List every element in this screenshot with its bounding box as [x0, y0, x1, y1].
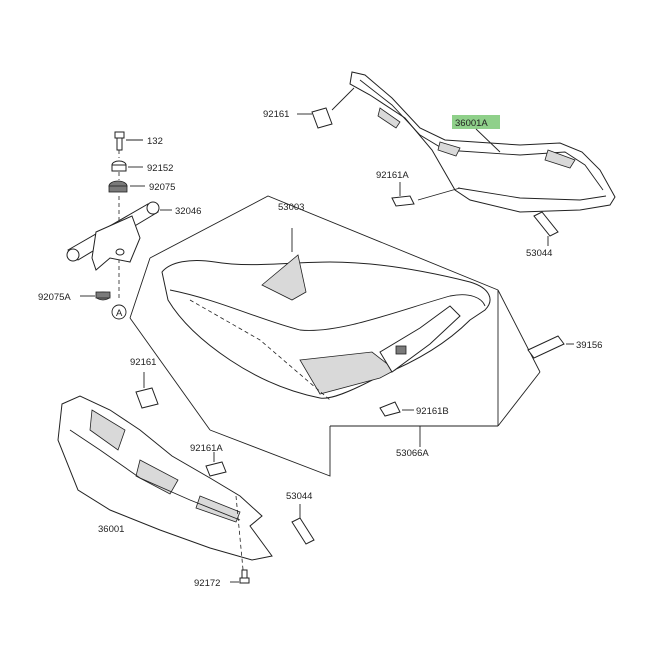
label-132: 132: [147, 136, 163, 147]
label-reference-A: A: [116, 308, 123, 319]
collar-92152: [111, 160, 143, 172]
label-36001A: 36001A: [455, 118, 488, 129]
grommet-92075: [108, 180, 145, 193]
clip-92161B: [379, 401, 414, 417]
clip-92161A-top: [391, 182, 461, 207]
clip-92161-left: [135, 372, 159, 409]
screw-92172: [230, 569, 250, 584]
label-32046: 32046: [175, 206, 201, 217]
label-92172: 92172: [194, 578, 220, 589]
pad-53044-bottom: [291, 504, 315, 545]
clip-92161A-left: [205, 452, 227, 477]
label-39156: 39156: [576, 340, 602, 351]
label-53003: 53003: [278, 202, 304, 213]
label-92075: 92075: [149, 182, 175, 193]
label-53044-top: 53044: [526, 248, 552, 259]
label-92161A-top: 92161A: [376, 170, 409, 181]
grommet-92075A: [80, 291, 111, 301]
label-53066A: 53066A: [396, 448, 429, 459]
highlight-36001A: [452, 115, 500, 129]
bolt-132: [114, 131, 143, 151]
label-36001: 36001: [98, 524, 124, 535]
label-53044-bottom: 53044: [286, 491, 312, 502]
rear-cowl-upper-part: [349, 71, 616, 213]
label-92161B: 92161B: [416, 406, 449, 417]
label-92161A-left: 92161A: [190, 443, 223, 454]
pad-53044-top: [533, 211, 559, 246]
label-92161-top: 92161: [263, 109, 289, 120]
clip-92161-top: [297, 87, 355, 129]
seat-assembly-frame: [129, 195, 541, 477]
seat-53003: [161, 228, 491, 401]
bracket-32046: [66, 201, 172, 271]
leader-36001A: [475, 128, 501, 153]
label-92075A: 92075A: [38, 292, 71, 303]
rear-cowl-lower-part: [57, 395, 273, 581]
label-92161-left: 92161: [130, 357, 156, 368]
pad-39156: [527, 335, 574, 359]
reference-marker-A: [111, 304, 127, 320]
label-92152: 92152: [147, 163, 173, 174]
